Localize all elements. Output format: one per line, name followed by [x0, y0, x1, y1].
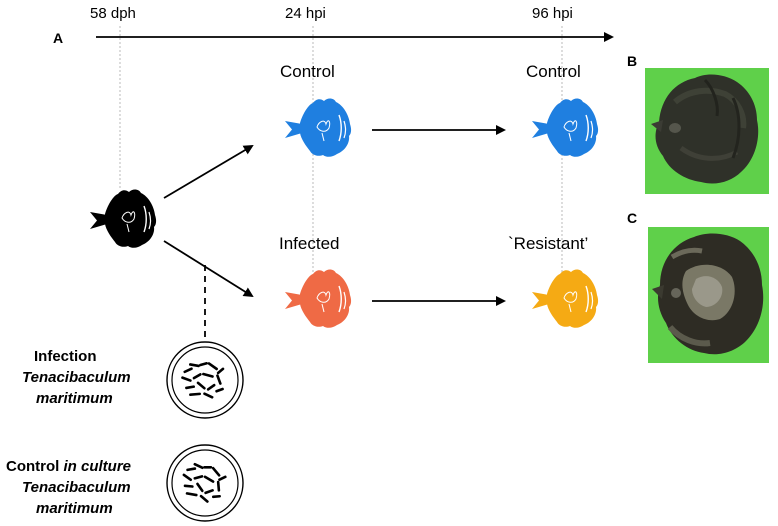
arrow-icon — [163, 144, 254, 199]
legend-control-species2: maritimum — [36, 500, 113, 517]
group-label-infected-24hpi: Infected — [279, 234, 340, 253]
legend-infection-title: Infection — [34, 348, 97, 365]
group-label-control-24hpi: Control — [280, 62, 335, 81]
fish-icon — [532, 98, 599, 157]
legend-infection-species2: maritimum — [36, 390, 113, 407]
fish-icon — [532, 269, 599, 328]
arrow-icon — [163, 240, 254, 298]
panel-label-a: A — [53, 30, 64, 46]
panel-label-b: B — [627, 53, 638, 69]
fish-icon — [285, 98, 352, 157]
group-label-control-96hpi: Control — [526, 62, 581, 81]
panel-label-c: C — [627, 210, 638, 226]
fish-icon — [90, 189, 157, 248]
petri-dish-icon — [166, 341, 244, 419]
photo-control-fish — [645, 68, 769, 194]
group-label-resistant-96hpi: `Resistant’ — [508, 234, 589, 253]
legend-infection: Infection Tenacibaculum maritimum — [22, 346, 131, 409]
timepoint-24hpi: 24 hpi — [285, 5, 326, 22]
timepoint-58dph: 58 dph — [90, 5, 136, 22]
petri-dish-icon — [166, 444, 244, 522]
legend-control-title: Control in culture — [6, 458, 132, 475]
legend-infection-species: Tenacibaculum — [22, 369, 131, 386]
legend-control-species: Tenacibaculum — [22, 479, 131, 496]
photo-infected-fish — [648, 227, 769, 363]
fish-icon — [285, 269, 352, 328]
timepoint-96hpi: 96 hpi — [532, 5, 573, 22]
legend-control: Control in culture Tenacibaculum maritim… — [6, 456, 131, 519]
